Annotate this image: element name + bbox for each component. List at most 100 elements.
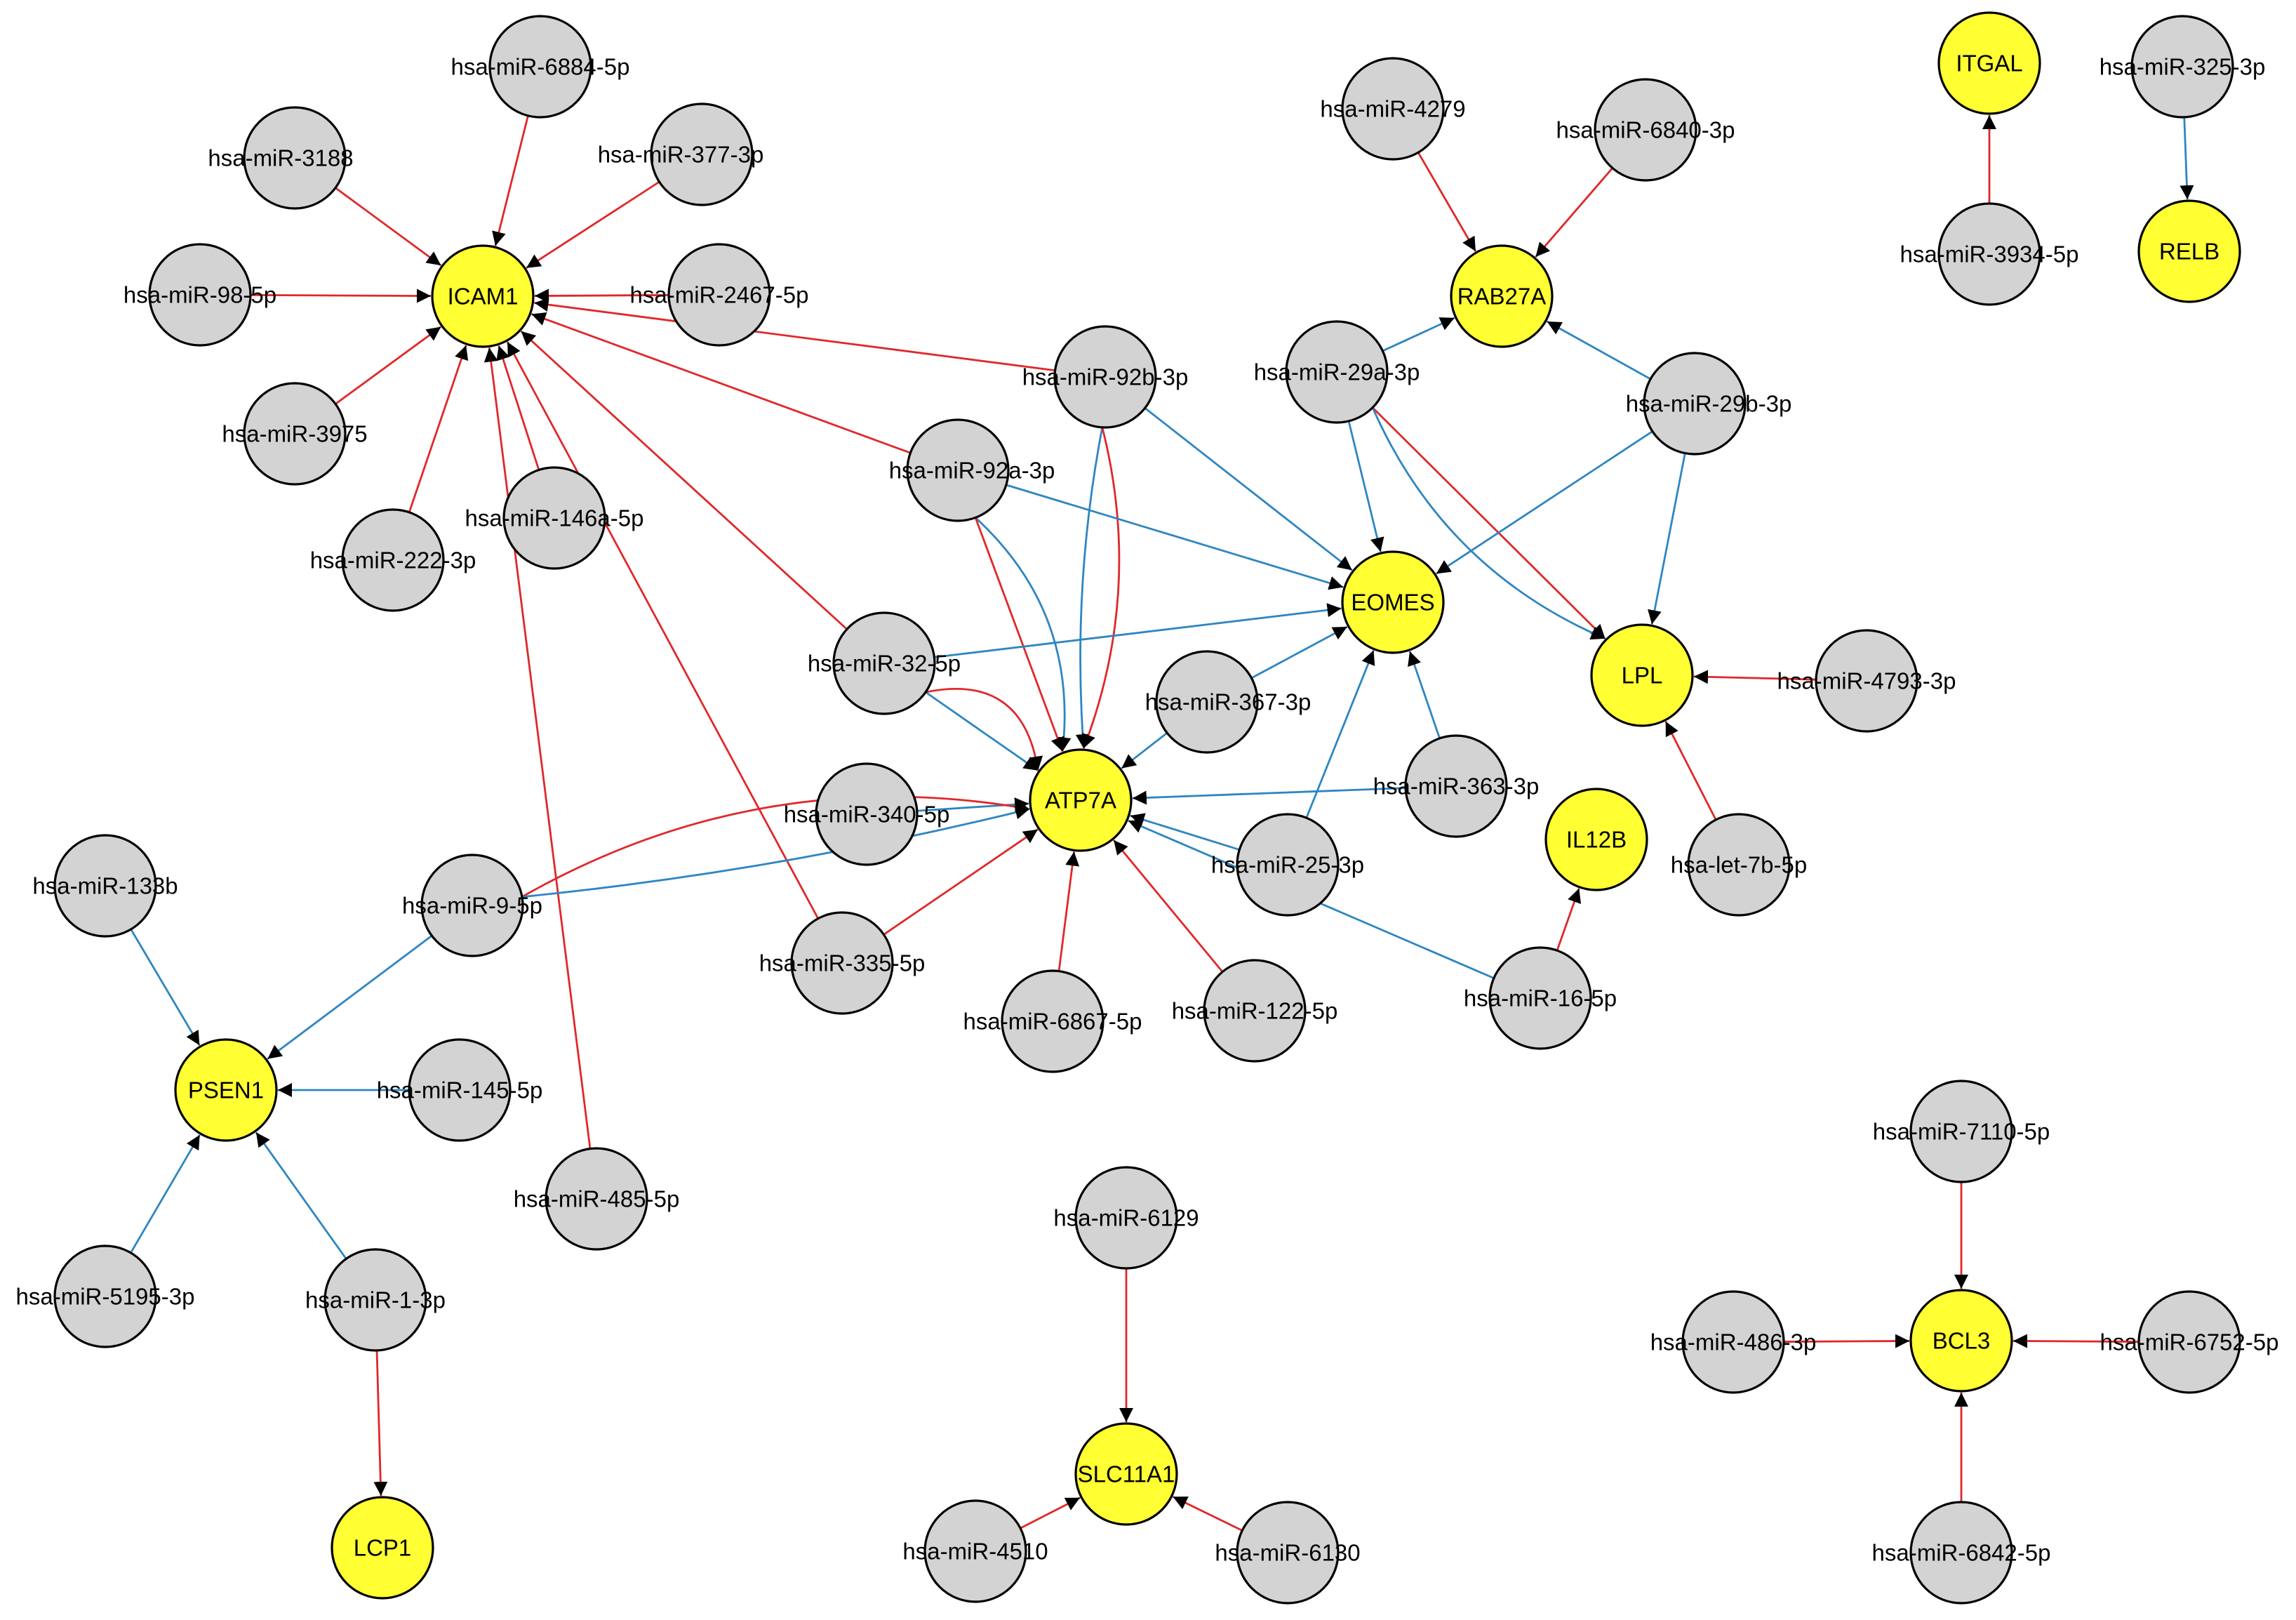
mirna-circle <box>341 508 445 612</box>
mirna-node-hsa-mir-145-5p: hsa-miR-145-5p <box>377 1038 542 1142</box>
mirna-label: hsa-miR-485-5p <box>514 1186 680 1212</box>
mirna-node-hsa-mir-6840-3p: hsa-miR-6840-3p <box>1556 78 1735 182</box>
mirna-label: hsa-miR-377-3p <box>598 142 764 168</box>
edge-hsa-mir-25-3p-to-atp7a-activated <box>1130 813 1240 851</box>
mirna-circle <box>502 466 606 570</box>
mirna-label: hsa-miR-29b-3p <box>1626 391 1792 417</box>
edge-hsa-mir-3188-to-icam1-repressed <box>335 187 442 267</box>
edge-hsa-mir-1-3p-to-psen1-activated <box>255 1131 347 1260</box>
gene-label: ITGAL <box>1956 51 2022 77</box>
edge-hsa-mir-6867-5p-to-atp7a-repressed <box>1057 851 1080 971</box>
mirna-node-hsa-mir-3975: hsa-miR-3975 <box>222 382 368 486</box>
edge-hsa-mir-122-5p-to-atp7a-repressed <box>1113 839 1224 973</box>
edge-hsa-mir-4279-to-rab27a-repressed <box>1417 152 1477 252</box>
mirna-node-hsa-mir-7110-5p: hsa-miR-7110-5p <box>1873 1080 2050 1183</box>
edge-hsa-mir-377-3p-to-icam1-repressed <box>526 180 660 269</box>
gene-circle <box>1590 623 1694 727</box>
mirna-label: hsa-miR-4793-3p <box>1777 668 1956 694</box>
mirna-circle <box>53 834 157 938</box>
mirna-circle <box>1909 1501 2013 1605</box>
edge-hsa-mir-29b-3p-to-rab27a-activated <box>1546 320 1651 380</box>
mirna-circle <box>923 1499 1027 1603</box>
mirna-label: hsa-miR-367-3p <box>1145 689 1311 715</box>
mirna-node-hsa-mir-16-5p: hsa-miR-16-5p <box>1464 946 1617 1050</box>
mirna-label: hsa-miR-9-5p <box>402 893 542 919</box>
mirna-circle <box>1155 650 1259 754</box>
mirna-circle <box>1681 1290 1785 1394</box>
mirna-node-hsa-mir-92a-3p: hsa-miR-92a-3p <box>889 418 1055 522</box>
mirna-node-hsa-mir-367-3p: hsa-miR-367-3p <box>1145 650 1311 754</box>
gene-label: ATP7A <box>1045 788 1116 814</box>
mirna-circle <box>408 1038 512 1142</box>
edge-hsa-mir-4510-to-slc11a1-repressed <box>1020 1496 1081 1529</box>
mirna-node-hsa-mir-363-3p: hsa-miR-363-3p <box>1373 734 1539 838</box>
edge-hsa-mir-4793-3p-to-lpl-repressed <box>1693 670 1817 684</box>
edge-hsa-mir-6884-5p-to-icam1-repressed <box>492 115 529 246</box>
edge-hsa-mir-29a-3p-to-lpl-activated <box>1371 407 1606 640</box>
gene-node-lcp1: LCP1 <box>331 1496 434 1600</box>
mirna-circle <box>1203 959 1307 1063</box>
edge-hsa-mir-29a-3p-to-lpl-repressed <box>1372 406 1606 639</box>
edge-hsa-mir-9-5p-to-atp7a-activated <box>521 805 1030 898</box>
mirna-label: hsa-miR-2467-5p <box>630 282 809 308</box>
edge-hsa-mir-325-3p-to-relb-activated <box>2180 117 2194 200</box>
mirna-node-hsa-mir-325-3p: hsa-miR-325-3p <box>2100 15 2265 119</box>
gene-label: ICAM1 <box>448 284 519 310</box>
mirna-node-hsa-mir-98-5p: hsa-miR-98-5p <box>124 243 276 347</box>
gene-node-icam1: ICAM1 <box>431 244 535 348</box>
mirna-label: hsa-miR-6130 <box>1215 1540 1360 1566</box>
mirna-label: hsa-miR-6867-5p <box>963 1009 1142 1035</box>
gene-node-slc11a1: SLC11A1 <box>1074 1422 1178 1526</box>
mirna-node-hsa-mir-6842-5p: hsa-miR-6842-5p <box>1872 1501 2051 1605</box>
mirna-circle <box>1285 320 1389 424</box>
mirna-label: hsa-miR-6752-5p <box>2100 1329 2279 1355</box>
gene-label: RAB27A <box>1457 284 1547 310</box>
edge-hsa-mir-6130-to-slc11a1-repressed <box>1172 1496 1243 1532</box>
gene-node-il12b: IL12B <box>1544 788 1648 891</box>
gene-label: IL12B <box>1566 827 1627 853</box>
mirna-node-hsa-mir-133b: hsa-miR-133b <box>32 834 178 938</box>
edge-hsa-mir-92b-3p-to-atp7a-activated <box>1075 427 1104 749</box>
gene-label: PSEN1 <box>188 1077 264 1103</box>
gene-node-eomes: EOMES <box>1341 550 1445 654</box>
gene-circle <box>331 1496 434 1600</box>
mirna-label: hsa-miR-3934-5p <box>1900 241 2079 267</box>
gene-node-bcl3: BCL3 <box>1909 1289 2013 1393</box>
mirna-label: hsa-miR-7110-5p <box>1873 1119 2050 1145</box>
gene-node-psen1: PSEN1 <box>174 1038 278 1142</box>
gene-node-relb: RELB <box>2137 199 2241 303</box>
mirna-node-hsa-mir-1-3p: hsa-miR-1-3p <box>305 1248 446 1352</box>
mirna-node-hsa-mir-122-5p: hsa-miR-122-5p <box>1172 959 1337 1063</box>
edge-hsa-mir-363-3p-to-eomes-activated <box>1408 651 1441 739</box>
edge-hsa-mir-1-3p-to-lcp1-repressed <box>373 1350 388 1496</box>
mirna-circle <box>832 611 936 715</box>
mirna-label: hsa-miR-6842-5p <box>1872 1540 2051 1566</box>
gene-circle <box>1450 244 1554 348</box>
node-layer: hsa-miR-6884-5p hsa-miR-3188 hsa-miR-377-3… <box>16 11 2279 1605</box>
mirna-circle <box>906 418 1010 522</box>
mirna-node-hsa-mir-2467-5p: hsa-miR-2467-5p <box>630 243 809 347</box>
gene-circle <box>1937 11 2041 115</box>
edge-layer <box>130 115 2194 1532</box>
mirna-circle <box>1687 813 1791 917</box>
mirna-label: hsa-miR-486-3p <box>1650 1329 1817 1355</box>
mirna-circle <box>1643 352 1747 456</box>
mirna-label: hsa-miR-3188 <box>208 145 353 171</box>
edge-hsa-mir-32-5p-to-atp7a-repressed <box>925 688 1043 771</box>
edge-hsa-mir-92b-3p-to-eomes-activated <box>1144 407 1353 571</box>
gene-circle <box>174 1038 278 1142</box>
mirna-circle <box>1815 629 1918 733</box>
mirna-label: hsa-miR-6884-5p <box>451 54 630 80</box>
mirna-circle <box>1488 946 1592 1050</box>
mirna-node-hsa-mir-29b-3p: hsa-miR-29b-3p <box>1626 352 1792 456</box>
edge-hsa-mir-2467-5p-to-icam1-repressed <box>534 288 669 303</box>
mirna-node-hsa-mir-146a-5p: hsa-miR-146a-5p <box>465 466 643 570</box>
mirna-node-hsa-mir-6752-5p: hsa-miR-6752-5p <box>2100 1290 2279 1394</box>
mirna-label: hsa-miR-92b-3p <box>1022 364 1189 390</box>
mirna-circle <box>420 854 524 957</box>
mirna-circle <box>1236 1501 1340 1605</box>
gene-node-rab27a: RAB27A <box>1450 244 1554 348</box>
mirna-label: hsa-miR-6840-3p <box>1556 117 1735 143</box>
mirna-label: hsa-miR-5195-3p <box>16 1284 195 1310</box>
gene-circle <box>1544 788 1648 891</box>
